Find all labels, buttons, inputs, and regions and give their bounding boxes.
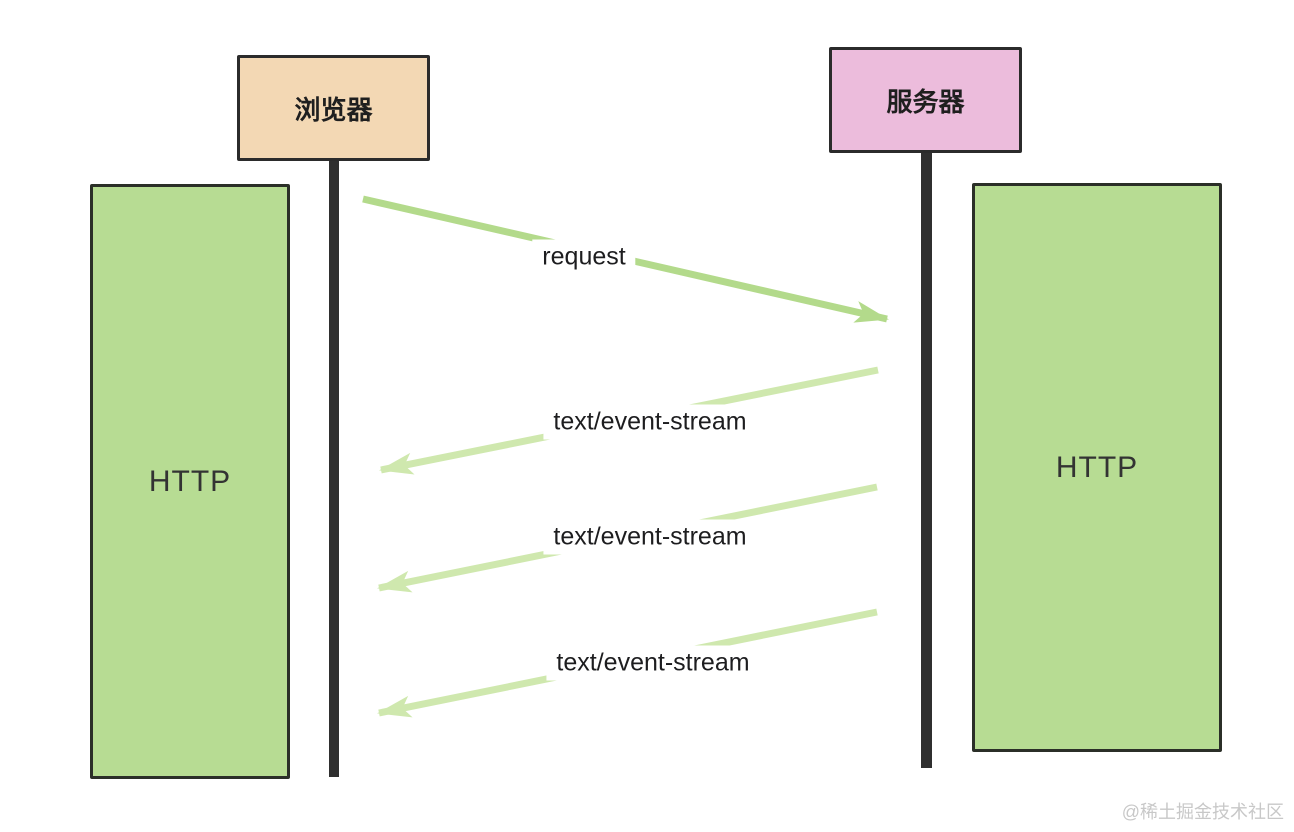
http-channel-left-label: HTTP [148,464,232,498]
server-actor-label: 服务器 [886,86,965,117]
event-stream-message-label-2: text/event-stream [543,519,757,555]
server-lifeline [921,152,932,768]
browser-actor-box: 浏览器 [237,55,430,161]
http-channel-right: HTTP [972,183,1222,752]
http-channel-right-label: HTTP [1055,450,1139,484]
browser-actor-label: 浏览器 [294,94,373,125]
event-stream-message-label-1: text/event-stream [543,404,757,440]
server-actor-box: 服务器 [829,47,1022,153]
juejin-watermark: @稀土掘金技术社区 [1121,802,1284,822]
browser-lifeline [329,160,339,777]
http-channel-left: HTTP [90,184,290,779]
event-stream-message-label-3: text/event-stream [546,645,760,681]
request-message-label: request [532,239,636,275]
